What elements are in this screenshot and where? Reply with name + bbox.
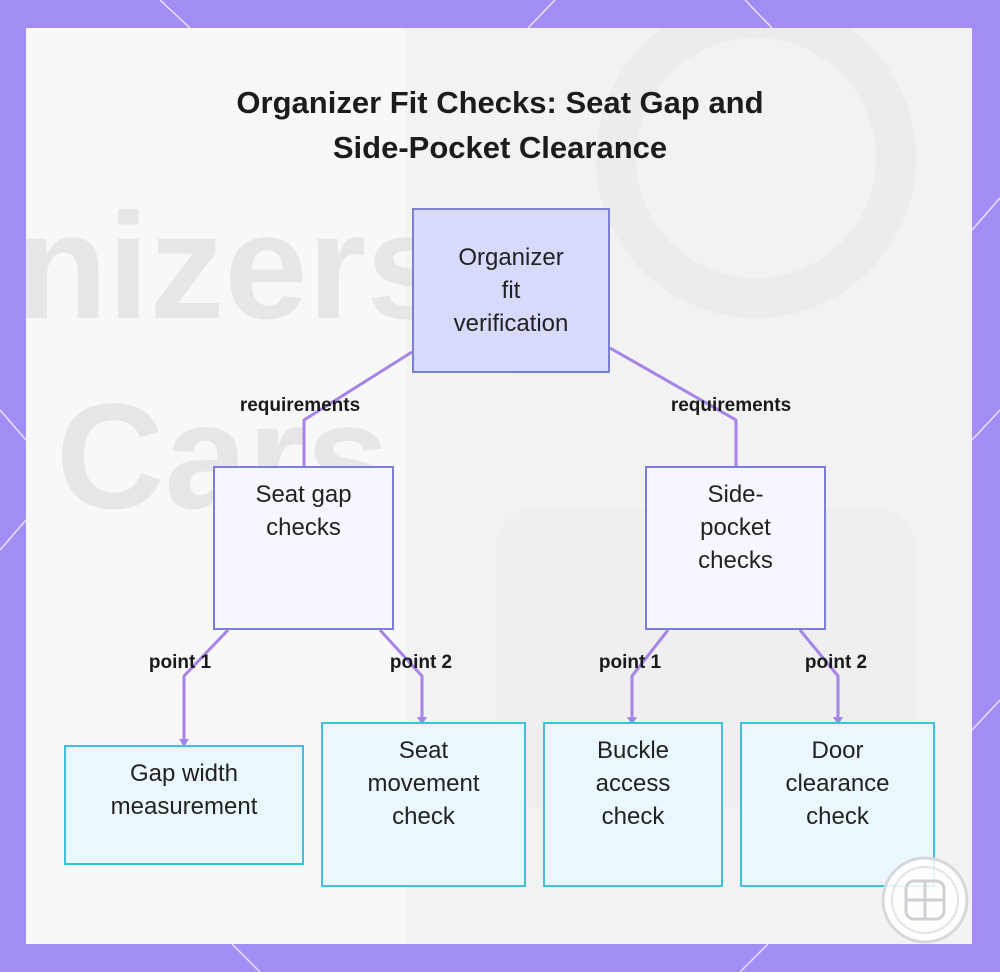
watermark-text-1: nizers xyxy=(26,182,450,350)
edge-label-point2-right: point 2 xyxy=(804,652,868,673)
node-door-clearance-check: Door clearance check xyxy=(740,722,935,887)
edge-label-point2-left: point 2 xyxy=(389,652,453,673)
title-line-1: Organizer Fit Checks: Seat Gap and xyxy=(236,85,764,120)
title-line-2: Side-Pocket Clearance xyxy=(332,130,668,165)
node-gap-width-measurement: Gap width measurement xyxy=(64,745,304,865)
edge-side-pocket-door xyxy=(798,629,840,723)
node-seat-gap-checks: Seat gap checks xyxy=(213,466,394,630)
edge-label-point1-right: point 1 xyxy=(598,652,662,673)
node-organizer-fit-verification: Organizer fit verification xyxy=(412,208,610,373)
edge-label-requirements-left: requirements xyxy=(239,395,361,416)
edge-seat-gap-seat-movement xyxy=(378,628,424,723)
edge-label-point1-left: point 1 xyxy=(148,652,212,673)
edge-root-seat-gap xyxy=(302,350,413,468)
node-buckle-access-check: Buckle access check xyxy=(543,722,723,887)
node-side-pocket-checks: Side- pocket checks xyxy=(645,466,826,630)
diagram-title: Organizer Fit Checks: Seat Gap and Side-… xyxy=(0,80,1000,170)
edge-label-requirements-right: requirements xyxy=(670,395,792,416)
node-seat-movement-check: Seat movement check xyxy=(321,722,526,887)
edge-root-side-pocket xyxy=(609,346,738,468)
edge-side-pocket-buckle xyxy=(630,629,670,723)
edge-seat-gap-gap-width xyxy=(182,628,230,745)
grid-app-icon xyxy=(881,856,969,944)
